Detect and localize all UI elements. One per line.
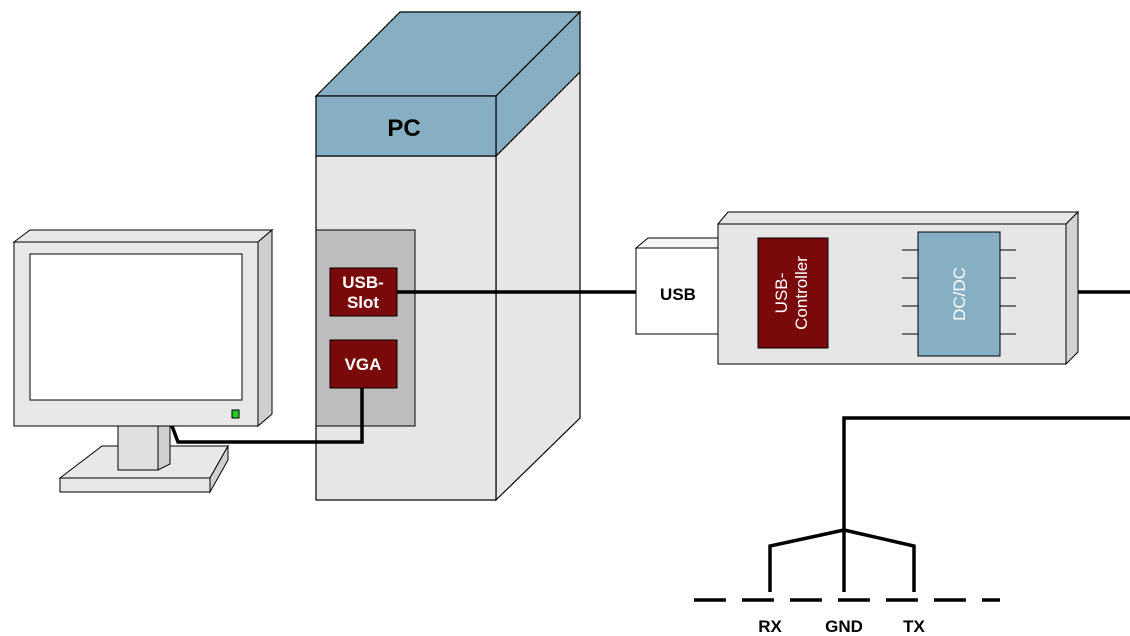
cables [170,290,1130,592]
usb-plug-label: USB [660,285,696,304]
adapter-top [716,211,1080,225]
monitor-stand [117,425,159,471]
monitor-side [257,228,273,428]
pc-label-band [315,95,497,157]
usb-slot-label-line2: Slot [347,293,379,312]
vga-port-label: VGA [345,355,382,374]
rx-label: RX [758,617,782,636]
pc-tower: PC USB- Slot VGA [314,10,582,502]
monitor-power-led [231,409,240,419]
bus-trunk-cable [842,416,1130,530]
usb-slot-label-line1: USB- [342,273,384,292]
usb-controller-chip [757,237,829,349]
tx-branch-cable [843,528,916,592]
usb-plug-top [634,237,728,249]
rx-branch-cable [768,528,845,592]
dcdc-pins [902,249,1016,335]
pc-port-panel [315,229,416,427]
usb-controller-label-line1: USB- [772,273,791,314]
usb-plug [635,247,719,335]
usb-slot [329,267,398,317]
monitor [12,228,274,494]
vga-cable [170,388,364,444]
usb-adapter: USB USB- Controller DC/DC [634,210,1080,366]
usb-controller-label-line2: Controller [792,256,811,330]
monitor-top [12,229,274,243]
tx-label: TX [903,617,925,636]
dcdc-chip [917,231,1001,357]
monitor-screen [29,253,243,401]
monitor-stand-side [157,419,171,471]
gnd-label: GND [825,617,863,636]
serial-bus: RX GND TX [694,598,1000,636]
pc-label: PC [387,115,420,142]
adapter-side [1065,210,1079,366]
dcdc-label: DC/DC [950,267,969,321]
monitor-base-front [59,477,211,493]
